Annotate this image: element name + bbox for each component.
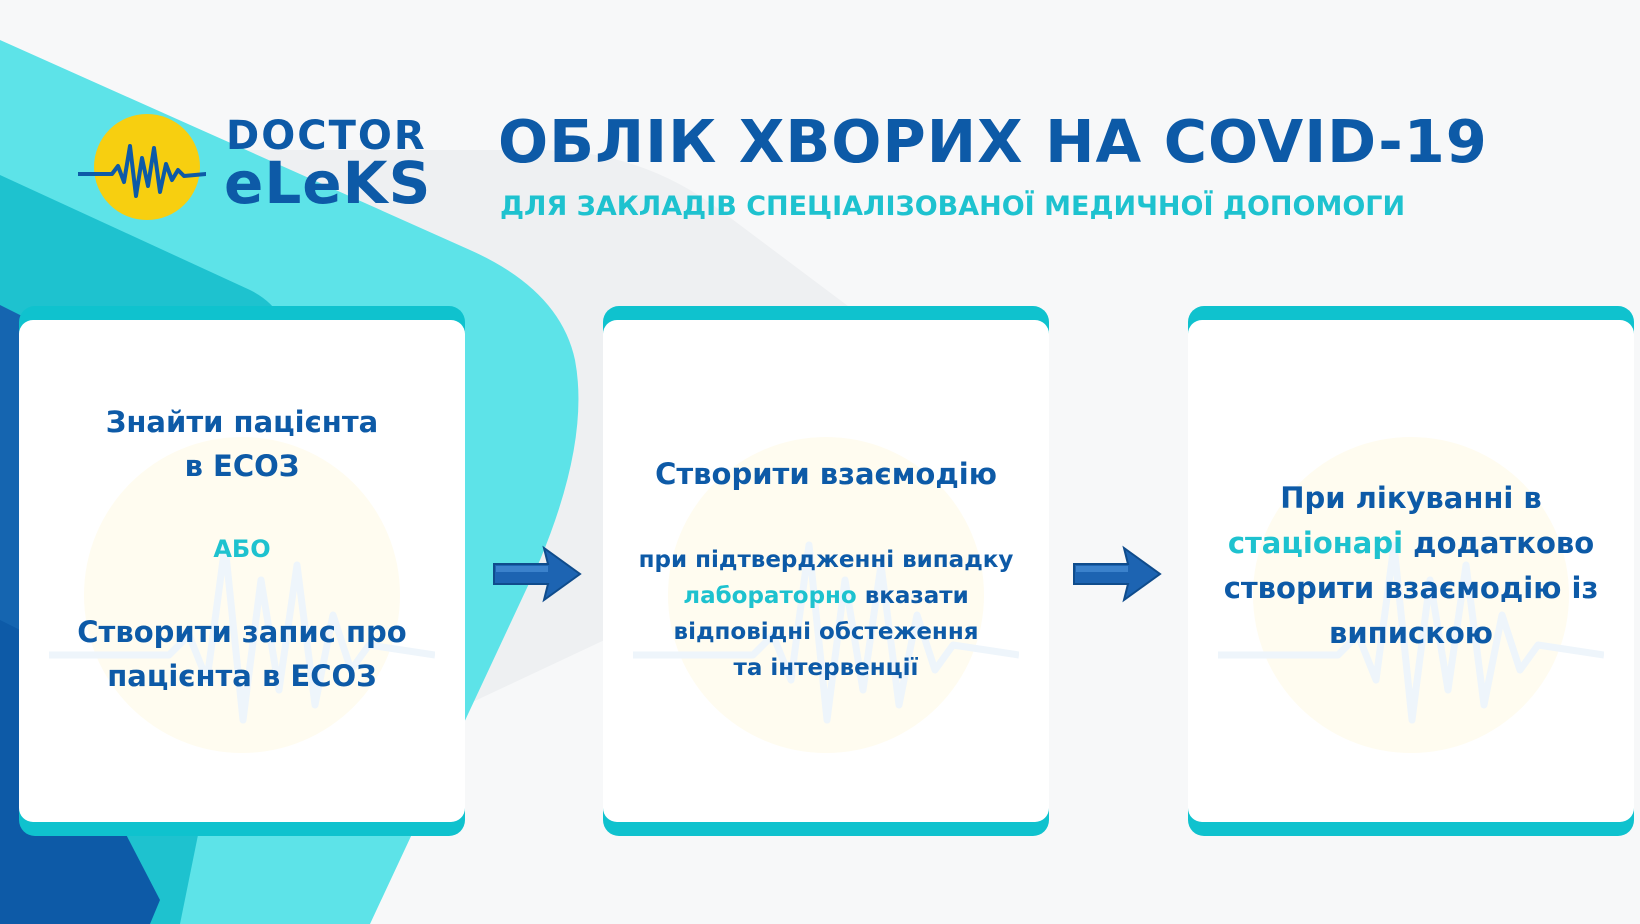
- step-3-accent: стаціонарі: [1227, 526, 1404, 560]
- watermark-pulse-icon: [49, 437, 435, 753]
- step-2-accent: лабораторно: [683, 583, 857, 609]
- arrow-right-icon: [1073, 545, 1162, 603]
- doctor-eleks-logo: DOCTOR eLeKS: [78, 108, 438, 228]
- step-card-3: При лікуванні в стаціонарі додатково ств…: [1188, 306, 1634, 836]
- step-card-3-body: При лікуванні в стаціонарі додатково ств…: [1188, 320, 1634, 822]
- step-2-description: при підтвердженні випадку лабораторно вк…: [638, 547, 1014, 681]
- watermark-pulse-icon: [1218, 437, 1604, 753]
- page-subtitle: ДЛЯ ЗАКЛАДІВ СПЕЦІАЛІЗОВАНОЇ МЕДИЧНОЇ ДО…: [500, 191, 1406, 222]
- page-title: ОБЛІК ХВОРИХ НА COVID-19: [498, 107, 1488, 176]
- step-card-1: Знайти пацієнта в ЕСОЗ АБО Створити запи…: [19, 306, 465, 836]
- step-1-or-text: АБО: [213, 535, 271, 563]
- logo-text-eleks: eLeKS: [224, 149, 432, 217]
- logo-text-doctor: DOCTOR: [226, 113, 427, 159]
- step-card-1-body: Знайти пацієнта в ЕСОЗ АБО Створити запи…: [19, 320, 465, 822]
- step-card-2: Створити взаємодію при підтвердженні вип…: [603, 306, 1049, 836]
- step-2-title: Створити взаємодію: [655, 457, 997, 491]
- step-1-create-text: Створити запис про пацієнта в ЕСОЗ: [77, 615, 407, 693]
- heartbeat-pulse-icon: [78, 144, 206, 198]
- step-3-text: При лікуванні в стаціонарі додатково ств…: [1223, 481, 1599, 650]
- step-card-2-body: Створити взаємодію при підтвердженні вип…: [603, 320, 1049, 822]
- step-1-find-text: Знайти пацієнта в ЕСОЗ: [105, 405, 379, 483]
- logo-circle: [94, 114, 200, 220]
- arrow-right-icon: [493, 545, 582, 603]
- watermark-pulse-icon: [633, 437, 1019, 753]
